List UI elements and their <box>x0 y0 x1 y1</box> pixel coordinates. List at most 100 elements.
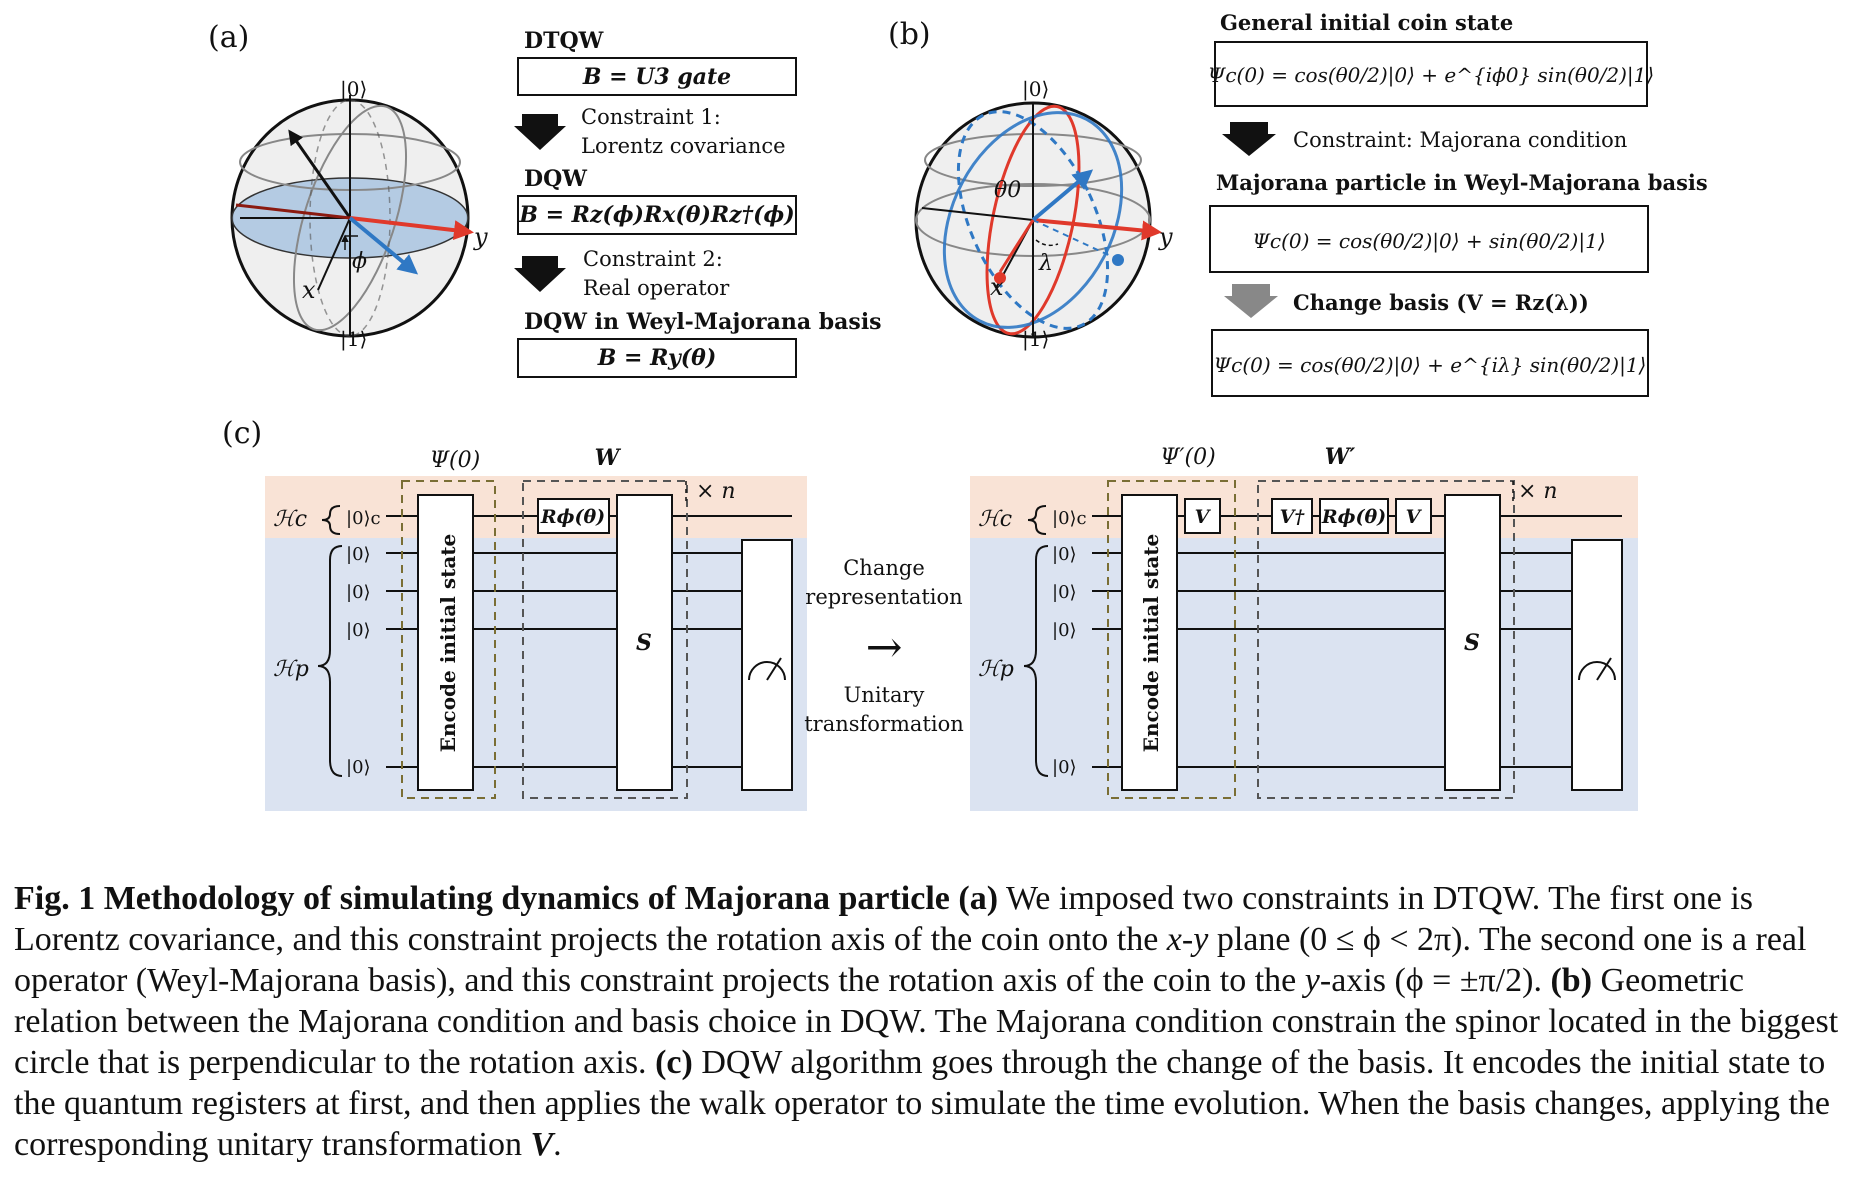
final-eq: Ψc(0) = cos(θ0/2)|0⟩ + e^{iλ} sin(θ0/2)|… <box>1214 353 1647 378</box>
change-basis-label: Change basis (V = Rz(λ)) <box>1293 290 1589 315</box>
caption-fig-number: Fig. 1 <box>14 880 96 917</box>
change-rep-line1: Change <box>843 556 925 580</box>
constraint2-line2: Real operator <box>583 276 730 300</box>
w-prime-dashed-box <box>1257 480 1515 799</box>
hp-label: ℋp <box>978 657 1014 682</box>
encode-gate <box>1121 494 1178 791</box>
ket0c-label: |0⟩c <box>346 508 381 529</box>
rphi-gate <box>1319 498 1389 534</box>
dtqw-title: DTQW <box>524 28 604 54</box>
circuit-right: Ψ′(0) W′ × n ℋc |0⟩c ℋp |0⟩ |0⟩ |0⟩ |0⟩ … <box>970 444 1638 811</box>
constraint1-line1: Constraint 1: <box>581 105 721 129</box>
ket0-label: |0⟩ <box>1052 757 1077 778</box>
constraint1-line2: Lorentz covariance <box>581 134 786 158</box>
rphi-gate-label: Rϕ(θ) <box>540 506 605 528</box>
caption-a-xy: x-y <box>1166 921 1209 958</box>
majorana-constraint: Constraint: Majorana condition <box>1293 128 1627 152</box>
caption-b-text: Geometric relation between the Majorana … <box>14 962 1839 1081</box>
ket0-label-a: |0⟩ <box>340 77 367 102</box>
panel-a: (a) |0⟩ |1⟩ x y ϕ DTQW B = U3 gate Co <box>208 20 882 378</box>
general-eq: Ψc(0) = cos(θ0/2)|0⟩ + e^{iϕ0} sin(θ0/2)… <box>1208 63 1654 88</box>
down-arrow-icon <box>514 256 566 292</box>
times-n-label: × n <box>1518 479 1558 504</box>
caption-a-label: (a) <box>958 880 999 917</box>
down-arrow-icon <box>514 114 566 150</box>
caption-c-end: . <box>553 1126 562 1163</box>
w-prime-label: W′ <box>1325 444 1356 470</box>
majorana-eq: Ψc(0) = cos(θ0/2)|0⟩ + sin(θ0/2)|1⟩ <box>1252 229 1605 254</box>
measurement-gate <box>741 539 793 791</box>
circuit-left: Ψ(0) W × n ℋc |0⟩c ℋp |0⟩ |0⟩ |0⟩ |0⟩ En… <box>265 445 807 811</box>
measurement-gate <box>1571 539 1623 791</box>
panel-b-label: (b) <box>888 17 931 52</box>
caption-a-text3: -axis (ϕ = ±π/2). <box>1319 962 1542 999</box>
encode-gate <box>417 494 474 791</box>
panel-b: (b) |0⟩ |1⟩ x y θ0 λ General initial <box>888 10 1708 397</box>
y-axis-label-a: y <box>473 223 488 251</box>
gray-down-arrow-icon <box>1224 284 1278 318</box>
meter-icon <box>1578 657 1616 681</box>
ket0-label: |0⟩ <box>1052 544 1077 565</box>
hc-brace <box>1027 505 1047 535</box>
s-gate <box>616 494 673 791</box>
caption-a-text1: We imposed two constraints in DTQW. The … <box>14 880 1753 958</box>
x-axis-label-b: x <box>990 273 1004 301</box>
ket0-label: |0⟩ <box>1052 620 1077 641</box>
psi0-dashed-box <box>401 480 496 799</box>
w-label: W <box>595 445 622 471</box>
hp-brace <box>1023 545 1049 777</box>
weyl-box-text: B = Ry(θ) <box>597 345 717 371</box>
weyl-box <box>517 338 797 378</box>
hc-label: ℋc <box>273 507 307 532</box>
dqw-title: DQW <box>524 166 587 192</box>
figure-caption: Fig. 1 Methodology of simulating dynamic… <box>14 878 1844 1165</box>
caption-b-label: (b) <box>1550 962 1593 999</box>
panel-a-label: (a) <box>208 20 249 55</box>
bloch-sphere-a: |0⟩ |1⟩ x y ϕ <box>230 77 488 352</box>
s-gate-label: S <box>636 630 652 656</box>
x-axis-label-a: x <box>302 276 316 304</box>
ket1-label-a: |1⟩ <box>340 327 367 352</box>
rphi-gate-label: Rϕ(θ) <box>1321 506 1386 528</box>
bloch-sphere-b: |0⟩ |1⟩ x y θ0 λ <box>914 77 1173 352</box>
dqw-box-text: B = Rz(ϕ)Rx(θ)Rz†(ϕ) <box>518 202 794 228</box>
general-coin-title: General initial coin state <box>1220 10 1513 35</box>
vdag-gate <box>1271 498 1313 534</box>
caption-a-yaxis: y <box>1304 962 1320 999</box>
ket0-label: |0⟩ <box>346 620 371 641</box>
ket0c-label: |0⟩c <box>1052 508 1087 529</box>
psi0-prime-label: Ψ′(0) <box>1160 445 1215 470</box>
encode-gate-label: Encode initial state <box>1139 534 1163 753</box>
change-rep-line2: representation <box>805 585 962 609</box>
vdag-gate-label: V† <box>1280 506 1306 528</box>
weyl-title: DQW in Weyl-Majorana basis <box>524 309 882 335</box>
down-arrow-icon <box>1222 122 1276 156</box>
lambda-label-b: λ <box>1038 251 1053 276</box>
unitary-line2: transformation <box>804 712 964 736</box>
ket0-label: |0⟩ <box>346 757 371 778</box>
phi-label-a: ϕ <box>352 249 367 274</box>
y-axis-label-b: y <box>1158 223 1173 251</box>
final-eq-box <box>1211 329 1649 397</box>
majorana-basis-title: Majorana particle in Weyl-Majorana basis <box>1216 170 1708 195</box>
v-gate <box>1395 498 1432 534</box>
meter-icon <box>748 657 786 681</box>
general-eq-box <box>1214 41 1648 107</box>
v-gate-label: V <box>1195 506 1212 528</box>
encode-gate-label: Encode initial state <box>436 534 460 753</box>
majorana-eq-box <box>1209 205 1649 273</box>
right-arrow-icon: → <box>866 622 903 673</box>
panel-c-label: (c) <box>222 416 262 451</box>
dqw-box <box>517 195 797 235</box>
hc-brace <box>321 505 341 535</box>
caption-c-text: DQW algorithm goes through the change of… <box>14 1044 1831 1163</box>
caption-c-label: (c) <box>655 1044 693 1081</box>
hp-brace <box>317 545 343 777</box>
v-gate <box>1184 498 1221 534</box>
psi0-label: Ψ(0) <box>430 448 480 473</box>
ket1-label-b: |1⟩ <box>1022 327 1049 352</box>
ket0-label-b: |0⟩ <box>1022 77 1049 102</box>
rphi-gate <box>537 498 610 534</box>
panel-c: (c) Ψ(0) W × n ℋc |0⟩c ℋp |0⟩ |0⟩ |0⟩ |0… <box>222 416 1638 811</box>
s-gate <box>1444 494 1501 791</box>
